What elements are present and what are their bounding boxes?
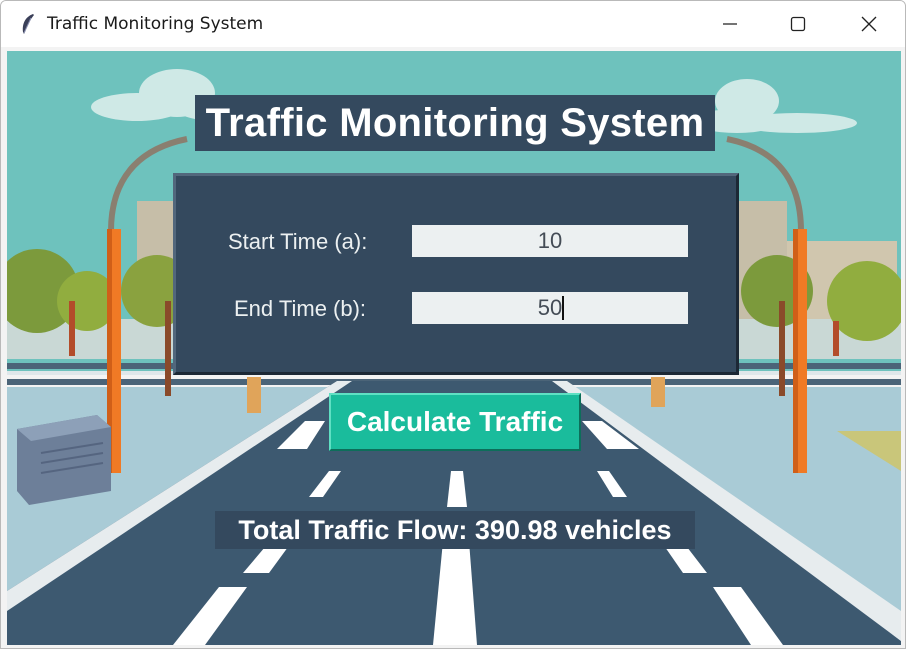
window-title: Traffic Monitoring System [47,14,264,34]
input-panel: Start Time (a): End Time (b): [173,173,739,375]
maximize-icon [790,16,806,32]
total-traffic-result: Total Traffic Flow: 390.98 vehicles [215,511,695,549]
minimize-button[interactable] [696,1,764,47]
minimize-icon [723,23,737,25]
title-bar[interactable]: Traffic Monitoring System [1,1,905,47]
app-content: Traffic Monitoring System Start Time (a)… [7,51,901,645]
close-icon [861,16,877,32]
text-cursor [562,296,564,320]
end-time-label: End Time (b): [234,296,367,321]
feather-icon [22,14,34,34]
maximize-button[interactable] [764,1,832,47]
start-time-label: Start Time (a): [228,229,368,254]
calculate-traffic-button[interactable]: Calculate Traffic [329,393,581,451]
close-button[interactable] [835,1,903,47]
app-heading: Traffic Monitoring System [195,95,715,151]
end-time-input[interactable] [412,292,688,324]
start-time-input[interactable] [412,225,688,257]
